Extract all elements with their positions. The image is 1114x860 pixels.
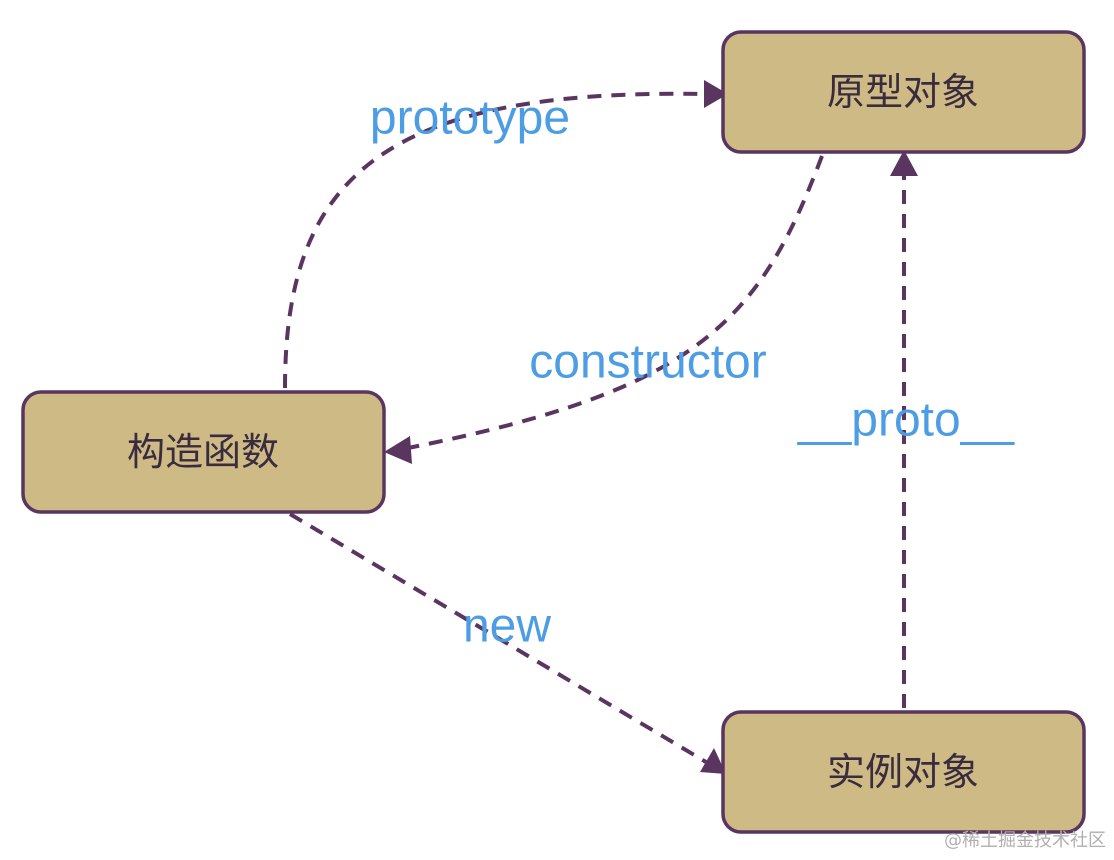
node-label: 构造函数: [127, 430, 279, 474]
edge-constructor: [407, 155, 824, 450]
node-prototype-object: 原型对象: [721, 30, 1086, 154]
node-label: 实例对象: [827, 750, 979, 794]
node-constructor-function: 构造函数: [21, 390, 386, 514]
edges: [283, 80, 918, 774]
edge-prototype: [283, 91, 707, 389]
node-label: 原型对象: [827, 70, 979, 114]
label-prototype: prototype: [370, 92, 570, 145]
node-box: [21, 390, 386, 514]
arrowhead-proto: [890, 150, 918, 176]
node-box: [721, 710, 1086, 834]
edge-new: [288, 512, 708, 764]
arrowhead-constructor: [384, 436, 412, 464]
watermark: @稀土掘金技术社区: [944, 830, 1106, 851]
edge-labels: prototype constructor __proto__ new: [370, 92, 1015, 653]
label-constructor: constructor: [529, 336, 766, 389]
arrowhead-prototype: [704, 80, 728, 108]
label-proto: __proto__: [797, 394, 1015, 447]
label-new: new: [463, 600, 551, 653]
node-instance-object: 实例对象: [721, 710, 1086, 834]
node-box: [721, 30, 1086, 154]
arrowhead-new: [700, 748, 726, 774]
